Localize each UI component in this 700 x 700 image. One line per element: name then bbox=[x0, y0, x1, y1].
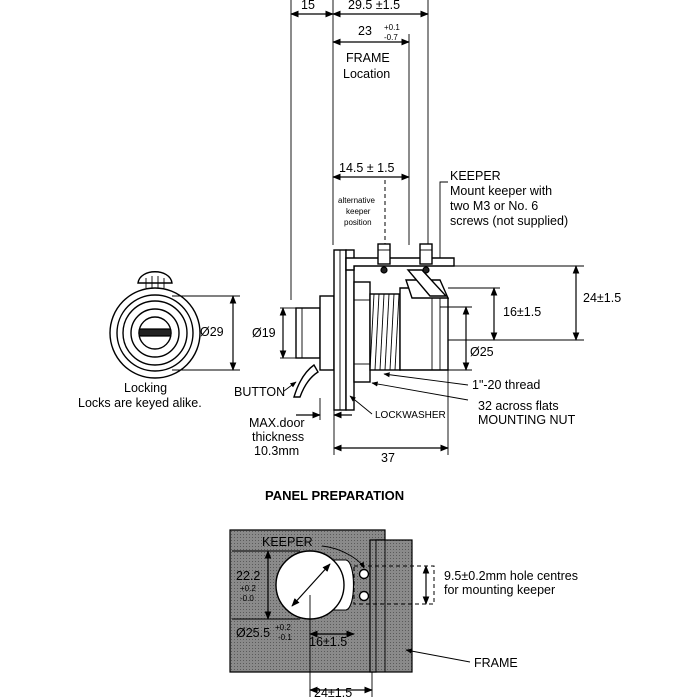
lock-front-view: Locking Locks are keyed alike. bbox=[78, 271, 202, 410]
keeper-note-line3: two M3 or No. 6 bbox=[450, 199, 538, 213]
panel-keeper-label: KEEPER bbox=[262, 535, 313, 549]
frame-location-line1: FRAME bbox=[346, 51, 390, 65]
flats-label: 32 across flats bbox=[478, 399, 559, 413]
dim-dia-25-5-label: Ø25.5 bbox=[236, 626, 270, 640]
dim-23-tol-minus: -0.7 bbox=[384, 33, 398, 42]
locking-caption-line2: Locks are keyed alike. bbox=[78, 396, 202, 410]
max-door-line3: 10.3mm bbox=[254, 444, 299, 458]
dim-22-2-tol-plus: +0.2 bbox=[240, 584, 256, 593]
frame-location-line2: Location bbox=[343, 67, 390, 81]
keeper-note: KEEPER Mount keeper with two M3 or No. 6… bbox=[439, 169, 568, 262]
lockwasher-label: LOCKWASHER bbox=[375, 410, 446, 421]
keeper-note-line1: KEEPER bbox=[450, 169, 501, 183]
thread-lines bbox=[369, 293, 400, 371]
mounting-nut-label: MOUNTING NUT bbox=[478, 413, 576, 427]
alt-keeper-line2: keeper bbox=[346, 207, 371, 216]
button-label: BUTTON bbox=[234, 385, 285, 399]
alt-keeper-line3: position bbox=[344, 218, 372, 227]
dim-dia-25: Ø25 bbox=[440, 306, 494, 371]
dim-24: 24±1.5 bbox=[448, 265, 621, 341]
thread-label: 1"-20 thread bbox=[472, 378, 540, 392]
max-door-line2: thickness bbox=[252, 430, 304, 444]
dim-dia-19-label: Ø19 bbox=[252, 326, 276, 340]
panel-frame-label: FRAME bbox=[474, 656, 518, 670]
lock-side-view: Ø19 bbox=[252, 243, 455, 411]
dim-dia-29-label: Ø29 bbox=[200, 325, 224, 339]
dim-29-5: 29.5 ±1.5 bbox=[348, 0, 400, 12]
max-door-line1: MAX.door bbox=[249, 416, 305, 430]
dim-37: 37 bbox=[333, 370, 449, 465]
panel-preparation-view: KEEPER 22.2 +0.2 -0.0 Ø25.5 +0.2 -0.1 16… bbox=[229, 529, 578, 700]
dim-22-2-tol-minus: -0.0 bbox=[240, 594, 254, 603]
dim-23: 23 bbox=[358, 24, 372, 38]
panel-preparation-title: PANEL PREPARATION bbox=[265, 488, 404, 503]
hole-note-line2: for mounting keeper bbox=[444, 583, 555, 597]
panel-dim-24-label: 24±1.5 bbox=[314, 686, 352, 700]
dim-37-label: 37 bbox=[381, 451, 395, 465]
dim-dia-29: Ø29 bbox=[172, 295, 240, 371]
dim-dia-25-5-tol-minus: -0.1 bbox=[278, 633, 292, 642]
dim-24-label: 24±1.5 bbox=[583, 291, 621, 305]
side-view-callouts: 1"-20 thread 32 across flats MOUNTING NU… bbox=[234, 372, 576, 458]
dim-16-label: 16±1.5 bbox=[503, 305, 541, 319]
panel-dim-16-label: 16±1.5 bbox=[309, 635, 347, 649]
dim-15: 15 bbox=[301, 0, 315, 12]
dim-22-2-label: 22.2 bbox=[236, 569, 260, 583]
dim-14-5: 14.5 ± 1.5 bbox=[339, 161, 395, 175]
alt-keeper-line1: alternative bbox=[338, 196, 375, 205]
dim-dia-25-5-tol-plus: +0.2 bbox=[275, 623, 291, 632]
keeper-note-line4: screws (not supplied) bbox=[450, 214, 568, 228]
dim-dia-25-label: Ø25 bbox=[470, 345, 494, 359]
top-dimensions: 15 29.5 ±1.5 23 +0.1 -0.7 FRAME Location… bbox=[290, 0, 429, 300]
keeper-note-line2: Mount keeper with bbox=[450, 184, 552, 198]
hole-note-line1: 9.5±0.2mm hole centres bbox=[444, 569, 578, 583]
locking-caption-line1: Locking bbox=[124, 381, 167, 395]
dim-16: 16±1.5 bbox=[448, 287, 541, 341]
dim-23-tol-plus: +0.1 bbox=[384, 23, 400, 32]
